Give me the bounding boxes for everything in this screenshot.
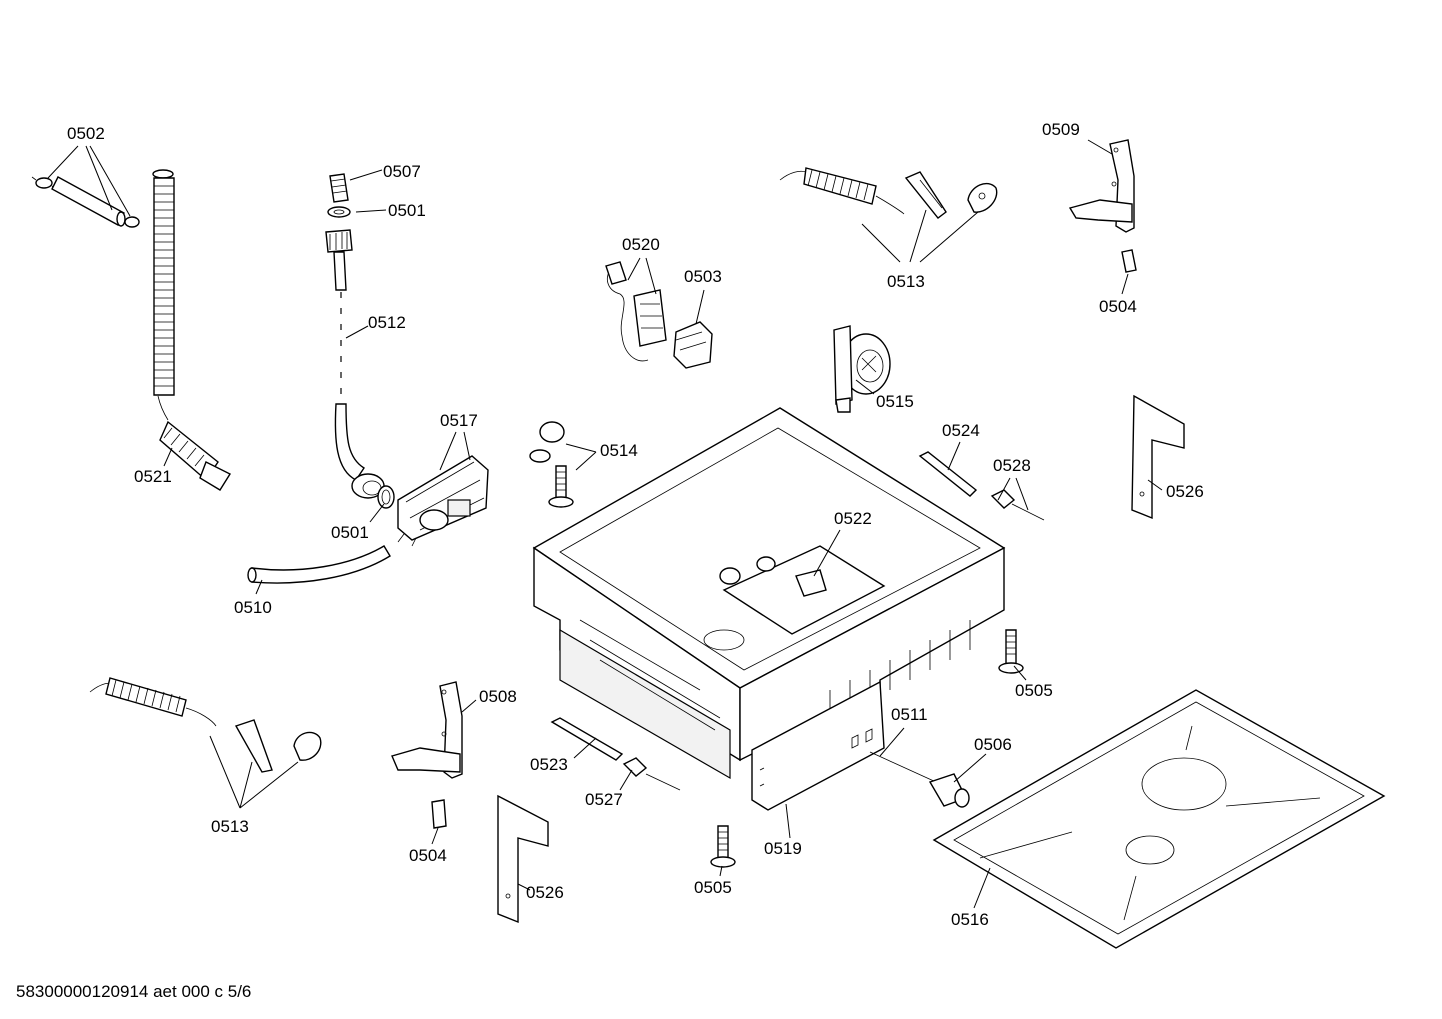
part-0504-clip-bottom [431,799,447,829]
label-0503: 0503 [684,267,722,286]
label-0508: 0508 [479,687,517,706]
label-0517: 0517 [440,411,478,430]
label-0510: 0510 [234,598,272,617]
label-0509: 0509 [1042,120,1080,139]
part-0523-rail [550,717,624,761]
label-0522: 0522 [834,509,872,528]
part-0514-gears-screw [529,421,574,508]
label-0505-bottom: 0505 [694,878,732,897]
footer-document-code: 58300000120914 aet 000 c 5/6 [16,982,251,1001]
part-0513-spring-bottom [89,677,322,773]
part-0527-latch [622,757,681,791]
part-0503-connector [673,321,713,369]
label-0504-bottom: 0504 [409,846,447,865]
part-0502-tube-clamps [31,176,140,228]
label-0526-bottom: 0526 [526,883,564,902]
part-0528-latch [990,489,1045,521]
part-0501-washer-bottom [377,485,395,509]
part-labels: 0502 0507 0501 0512 0520 0503 0513 0509 … [67,120,1204,929]
part-0519-front-panel [751,680,885,811]
part-0504-clip-top [1121,249,1137,273]
part-0520-cable [605,261,667,362]
label-0524: 0524 [942,421,980,440]
label-0514: 0514 [600,441,638,460]
part-0526-bracket-bottom [497,794,549,924]
part-0512-inlet-hose [325,229,385,499]
label-0528: 0528 [993,456,1031,475]
part-0521-drain-hose [152,169,232,491]
part-0509-bracket [1068,139,1135,233]
leader-lines [47,139,1163,909]
label-0526-top: 0526 [1166,482,1204,501]
part-0508-bracket [391,681,463,779]
part-0513-spring-top [779,167,998,219]
label-0502: 0502 [67,124,105,143]
part-base-tub-assembly [532,407,1006,780]
label-0515: 0515 [876,392,914,411]
label-0506: 0506 [974,735,1012,754]
label-0501-bottom: 0501 [331,523,369,542]
label-0505-right: 0505 [1015,681,1053,700]
part-0506-foot [869,751,970,808]
part-0505-screw-bottom [710,825,736,868]
label-0521: 0521 [134,467,172,486]
label-0511: 0511 [891,705,928,724]
label-0523: 0523 [530,755,568,774]
label-0527: 0527 [585,790,623,809]
part-0507-cap [329,173,349,203]
label-0504-top: 0504 [1099,297,1137,316]
label-0512: 0512 [368,313,406,332]
part-0516-base-plate [932,689,1386,949]
label-0520: 0520 [622,235,660,254]
label-0501-top: 0501 [388,201,426,220]
label-0516: 0516 [951,910,989,929]
label-0513-top: 0513 [887,272,925,291]
label-0519: 0519 [764,839,802,858]
part-0515-pump [833,325,891,413]
part-0517-valve-assembly [397,455,489,547]
part-0510-hose [247,545,391,584]
label-0513-bottom: 0513 [211,817,249,836]
part-0526-bracket-top [1131,394,1185,520]
part-0524-rail [918,451,978,497]
part-0501-washer-top [327,206,351,218]
part-0505-screw-right [998,629,1024,674]
label-0507: 0507 [383,162,421,181]
